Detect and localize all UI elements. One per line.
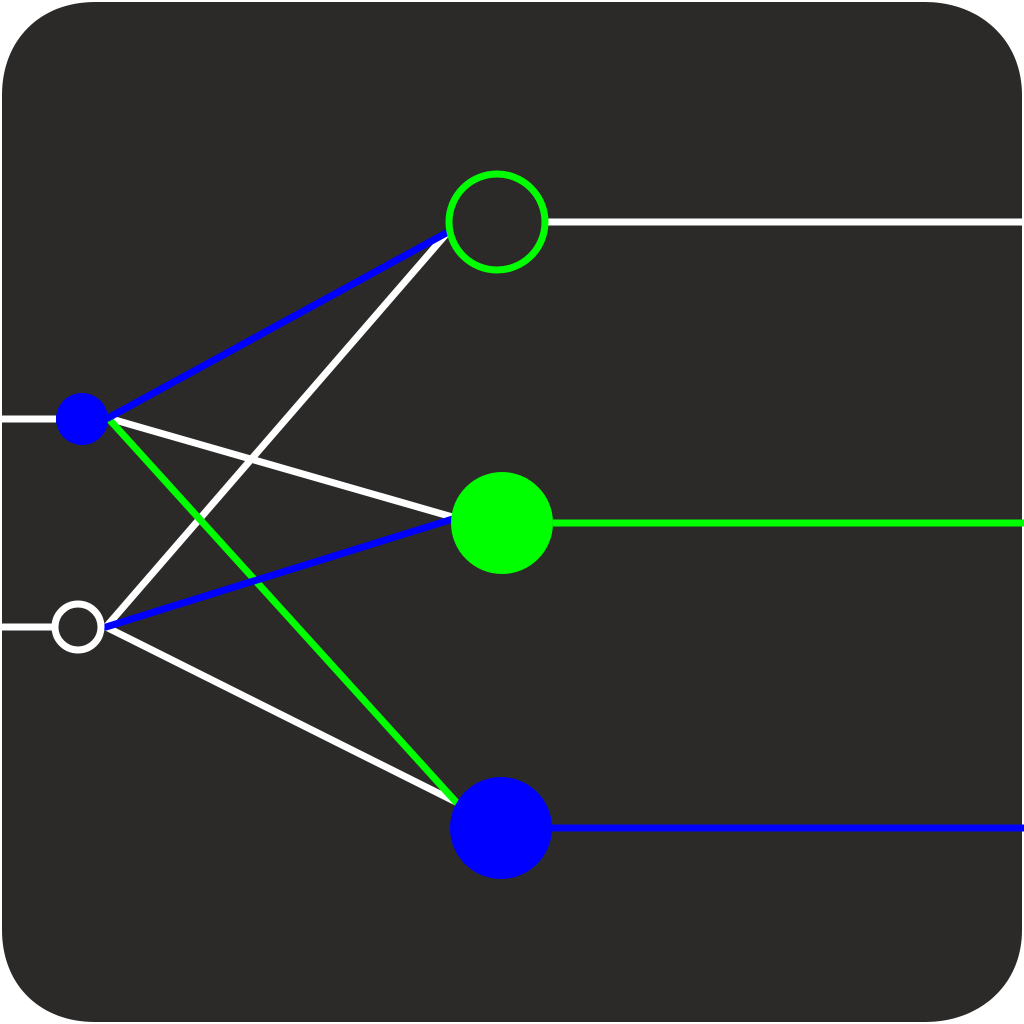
- connection-input-bottom-to-output-middle: [102, 514, 460, 631]
- connection-input-bottom-to-output-top: [102, 228, 452, 631]
- input-node-top: [56, 393, 108, 445]
- connection-input-top-to-output-top: [104, 228, 452, 422]
- input-node-bottom: [51, 600, 105, 654]
- output-node-bottom: [450, 777, 552, 879]
- connection-input-top-to-output-middle: [104, 414, 460, 522]
- connection-input-bottom-to-output-bottom: [102, 623, 460, 806]
- connection-input-top-to-output-bottom: [104, 414, 460, 806]
- output-node-middle: [451, 472, 553, 574]
- output-node-top: [445, 170, 549, 274]
